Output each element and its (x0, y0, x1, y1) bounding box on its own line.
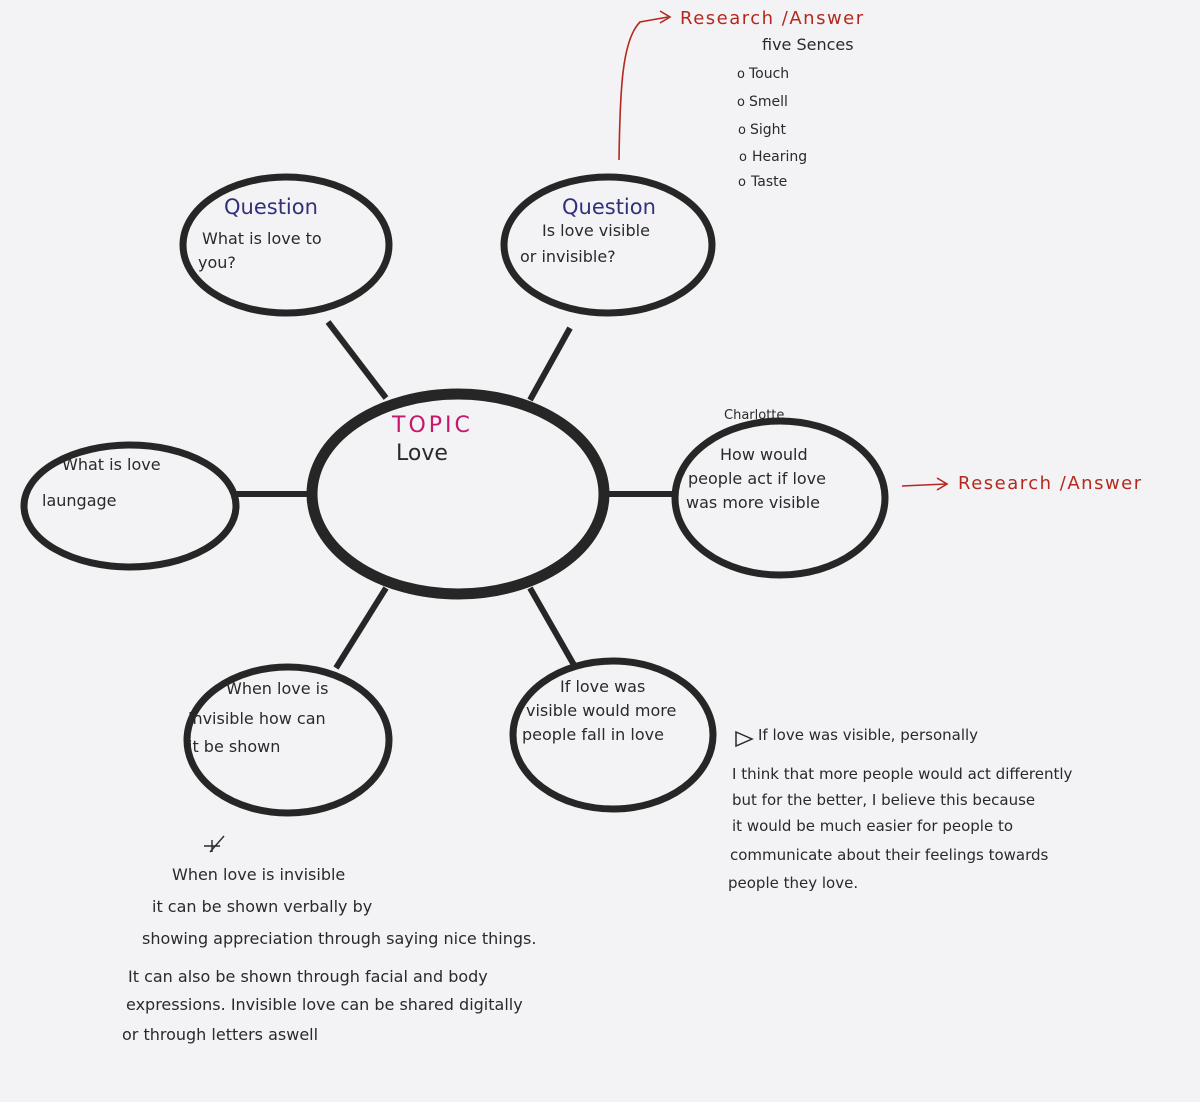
research-top-subtitle: five Sences (762, 35, 854, 54)
sense-bullet-2: o (737, 95, 745, 110)
question-1-line-2: you? (198, 253, 236, 272)
research-top-connector (618, 16, 669, 161)
spoke-q1 (325, 320, 389, 400)
fall-in-love-node (509, 657, 717, 813)
invisible-shown-line-2: invisible how can (188, 709, 326, 728)
act-visible-line-1: How would (720, 445, 808, 464)
sense-bullet-3: o (738, 123, 746, 138)
love-language-line-2: laungage (42, 491, 117, 510)
answer-right-line-4: it would be much easier for people to (732, 817, 1013, 835)
act-visible-line-3: was more visible (686, 493, 820, 512)
research-right-connector (901, 483, 947, 487)
answer-bottom-line-1: When love is invisible (172, 865, 345, 884)
spoke-invisible-shown (333, 586, 389, 670)
sense-item-smell: Smell (749, 94, 788, 110)
sense-bullet-1: o (737, 67, 745, 82)
answer-bottom-line-3: showing appreciation through saying nice… (142, 929, 536, 948)
spoke-fall-in-love (527, 586, 577, 667)
fall-in-love-line-1: If love was (560, 677, 645, 696)
sense-item-touch: Touch (748, 66, 789, 82)
question-2-line-2: or invisible? (520, 247, 616, 266)
topic-value: Love (396, 441, 448, 466)
question-2-line-1: Is love visible (542, 221, 650, 240)
answer-right-line-2: I think that more people would act diffe… (732, 765, 1073, 783)
fall-in-love-line-3: people fall in love (522, 725, 664, 744)
act-visible-node (671, 417, 889, 579)
answer-bottom-arrow-icon (204, 835, 225, 853)
act-visible-line-2: people act if love (688, 469, 826, 488)
act-visible-author: Charlotte (724, 408, 784, 423)
invisible-shown-line-1: When love is (226, 679, 328, 698)
invisible-shown-node (183, 663, 393, 817)
question-node-1 (179, 173, 393, 317)
research-top-label: Research /Answer (680, 8, 865, 29)
answer-bottom-line-4: It can also be shown through facial and … (128, 967, 488, 986)
answer-bottom-line-6: or through letters aswell (122, 1025, 318, 1044)
answer-bottom-line-2: it can be shown verbally by (152, 897, 372, 916)
spoke-q2 (527, 326, 573, 402)
answer-right-arrow-icon (735, 730, 754, 748)
answer-right-line-1: If love was visible, personally (758, 726, 978, 744)
love-language-node (20, 441, 240, 571)
answer-right-line-3: but for the better, I believe this becau… (732, 791, 1035, 809)
sense-bullet-4: o (739, 150, 747, 165)
question-1-line-1: What is love to (202, 229, 322, 248)
question-1-heading: Question (224, 195, 318, 219)
love-language-line-1: What is love (62, 455, 161, 474)
sense-item-taste: Taste (750, 174, 787, 190)
topic-node (306, 388, 610, 600)
topic-label: TOPIC (391, 413, 473, 438)
question-node-2 (500, 173, 716, 317)
research-right-label: Research /Answer (958, 473, 1143, 494)
sense-item-sight: Sight (750, 122, 787, 138)
answer-right-line-6: people they love. (728, 874, 858, 892)
fall-in-love-line-2: visible would more (526, 701, 676, 720)
research-right-arrowhead (936, 477, 949, 491)
question-2-heading: Question (562, 195, 656, 219)
answer-right-line-5: communicate about their feelings towards (730, 846, 1049, 864)
sense-item-hearing: Hearing (752, 149, 807, 165)
answer-bottom-line-5: expressions. Invisible love can be share… (126, 995, 523, 1014)
research-top-arrowhead (659, 10, 672, 24)
invisible-shown-line-3: it be shown (188, 737, 280, 756)
sense-bullet-5: o (738, 175, 746, 190)
